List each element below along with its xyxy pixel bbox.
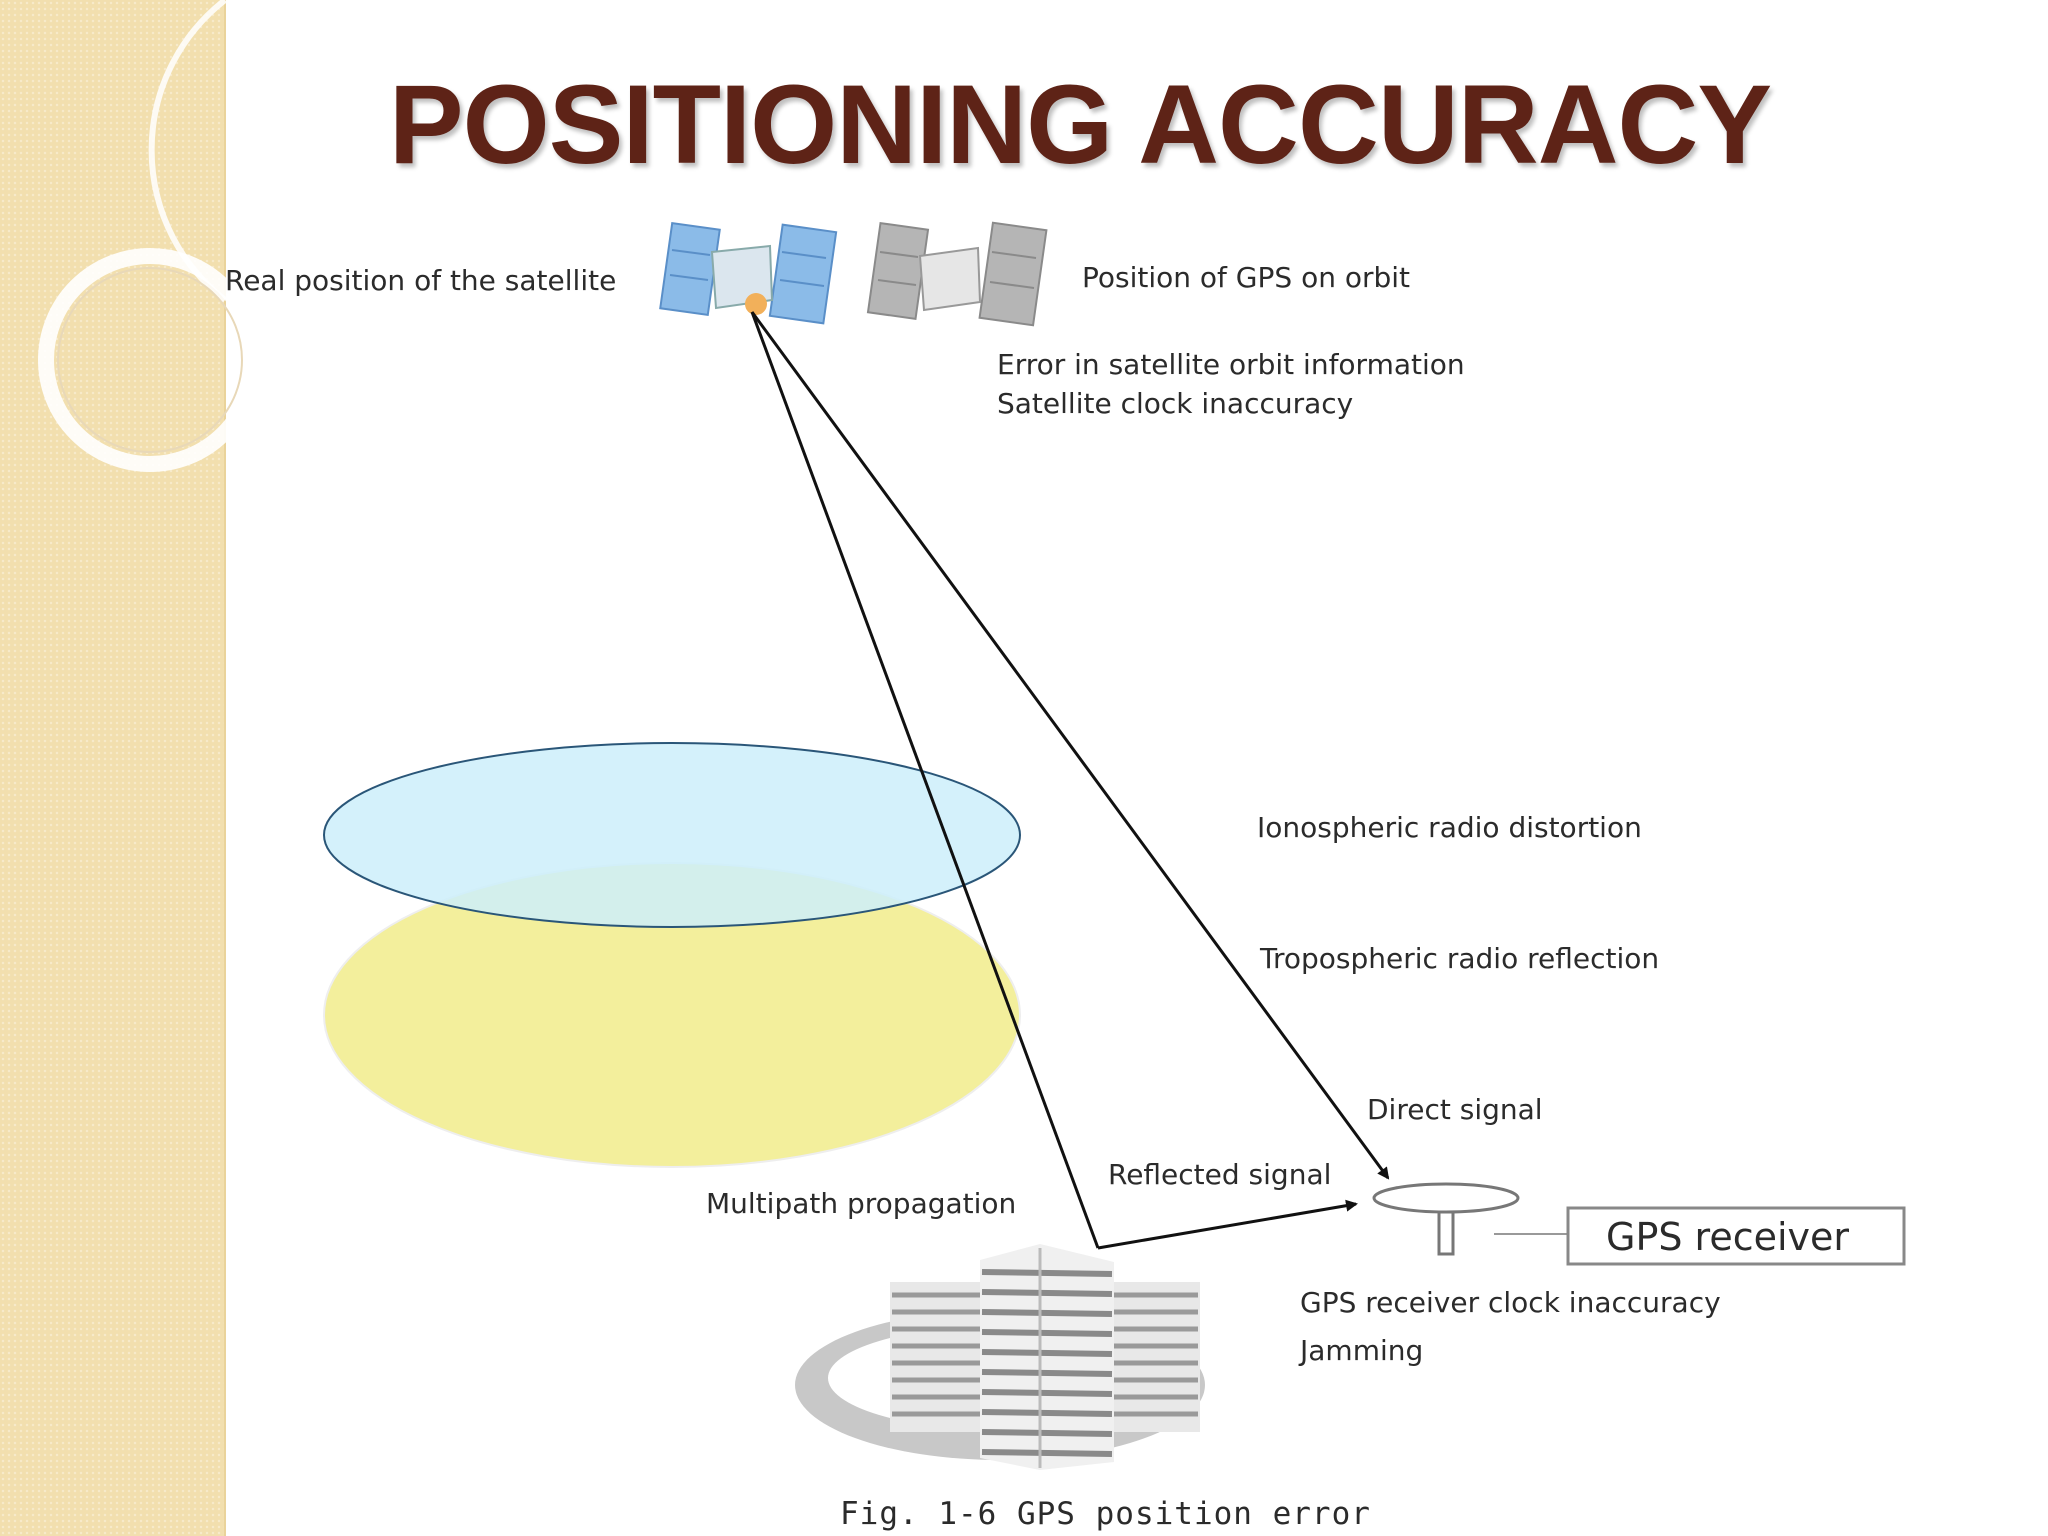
gps-receiver-box [1566,1206,1906,1266]
label-gps-receiver: GPS receiver [1606,1215,1849,1259]
label-direct-signal: Direct signal [1367,1093,1543,1126]
page-title: POSITIONING ACCURACY [388,62,1772,187]
ionosphere-layer [323,742,1021,928]
label-jamming: Jamming [1298,1334,1423,1367]
satellite-orbit-icon [866,221,1048,327]
signal-paths [750,311,1390,1250]
decorative-circles [38,0,260,472]
label-ionospheric: Ionospheric radio distortion [1257,811,1642,844]
label-receiver-clock: GPS receiver clock inaccuracy [1300,1286,1721,1319]
label-tropospheric: Tropospheric radio reflection [1259,942,1659,975]
reflected-path-down [750,311,1100,1249]
satellite-real-icon [659,221,838,325]
label-reflected-signal: Reflected signal [1108,1158,1331,1191]
antenna-icon [1372,1182,1568,1256]
building-icon [795,1244,1205,1470]
reflected-signal-path [1097,1199,1358,1250]
label-gps-orbit-position: Position of GPS on orbit [1082,261,1410,294]
label-orbit-error: Error in satellite orbit information [997,348,1465,381]
label-multipath: Multipath propagation [706,1187,1016,1220]
direct-signal-path [750,311,1390,1180]
label-real-position: Real position of the satellite [225,264,616,297]
sidebar-edge [224,0,226,1536]
label-clock-inaccuracy: Satellite clock inaccuracy [997,387,1353,420]
figure-caption: Fig. 1-6 GPS position error [840,1496,1371,1532]
